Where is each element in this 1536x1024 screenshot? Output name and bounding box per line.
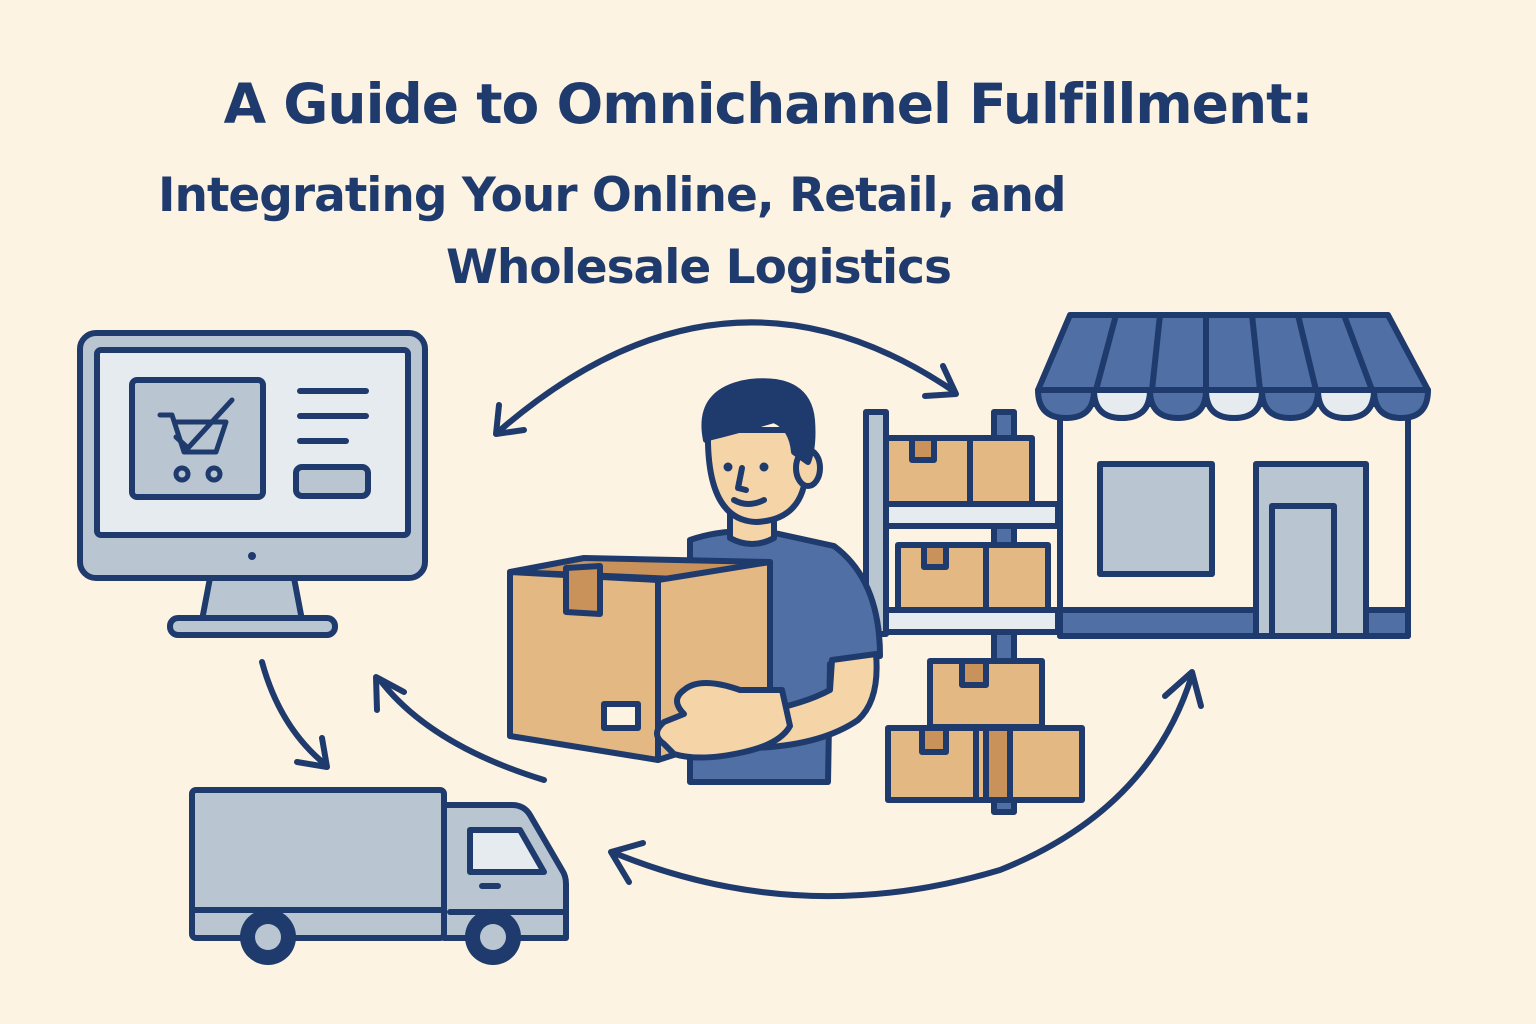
arrow-top-head-right xyxy=(922,363,959,399)
shopping-cart-icon xyxy=(157,397,235,483)
storefront xyxy=(1035,312,1431,639)
arrow-top-arc xyxy=(495,319,958,435)
subtitle-line-1: Integrating Your Online, Retail, and xyxy=(158,168,1067,223)
arrow-worker-to-monitor xyxy=(377,677,547,783)
arrow-bottom-head-left xyxy=(608,840,646,885)
arrow-monitor-to-truck xyxy=(259,659,329,768)
arrow-monitor-to-truck-head xyxy=(294,735,330,770)
cycle-arrows xyxy=(259,319,1204,900)
arrow-bottom-arc xyxy=(609,672,1195,900)
delivery-truck xyxy=(189,787,569,965)
arrow-worker-to-monitor-head xyxy=(373,674,407,713)
computer-monitor xyxy=(77,330,428,638)
subtitle-line-2: Wholesale Logistics xyxy=(446,240,952,295)
worker-holding-box xyxy=(507,378,883,785)
arrow-bottom-head-right xyxy=(1162,669,1204,709)
arrow-top-head-left xyxy=(493,402,527,437)
warehouse-shelving xyxy=(863,409,1085,815)
page-title: A Guide to Omnichannel Fulfillment: xyxy=(223,72,1314,136)
